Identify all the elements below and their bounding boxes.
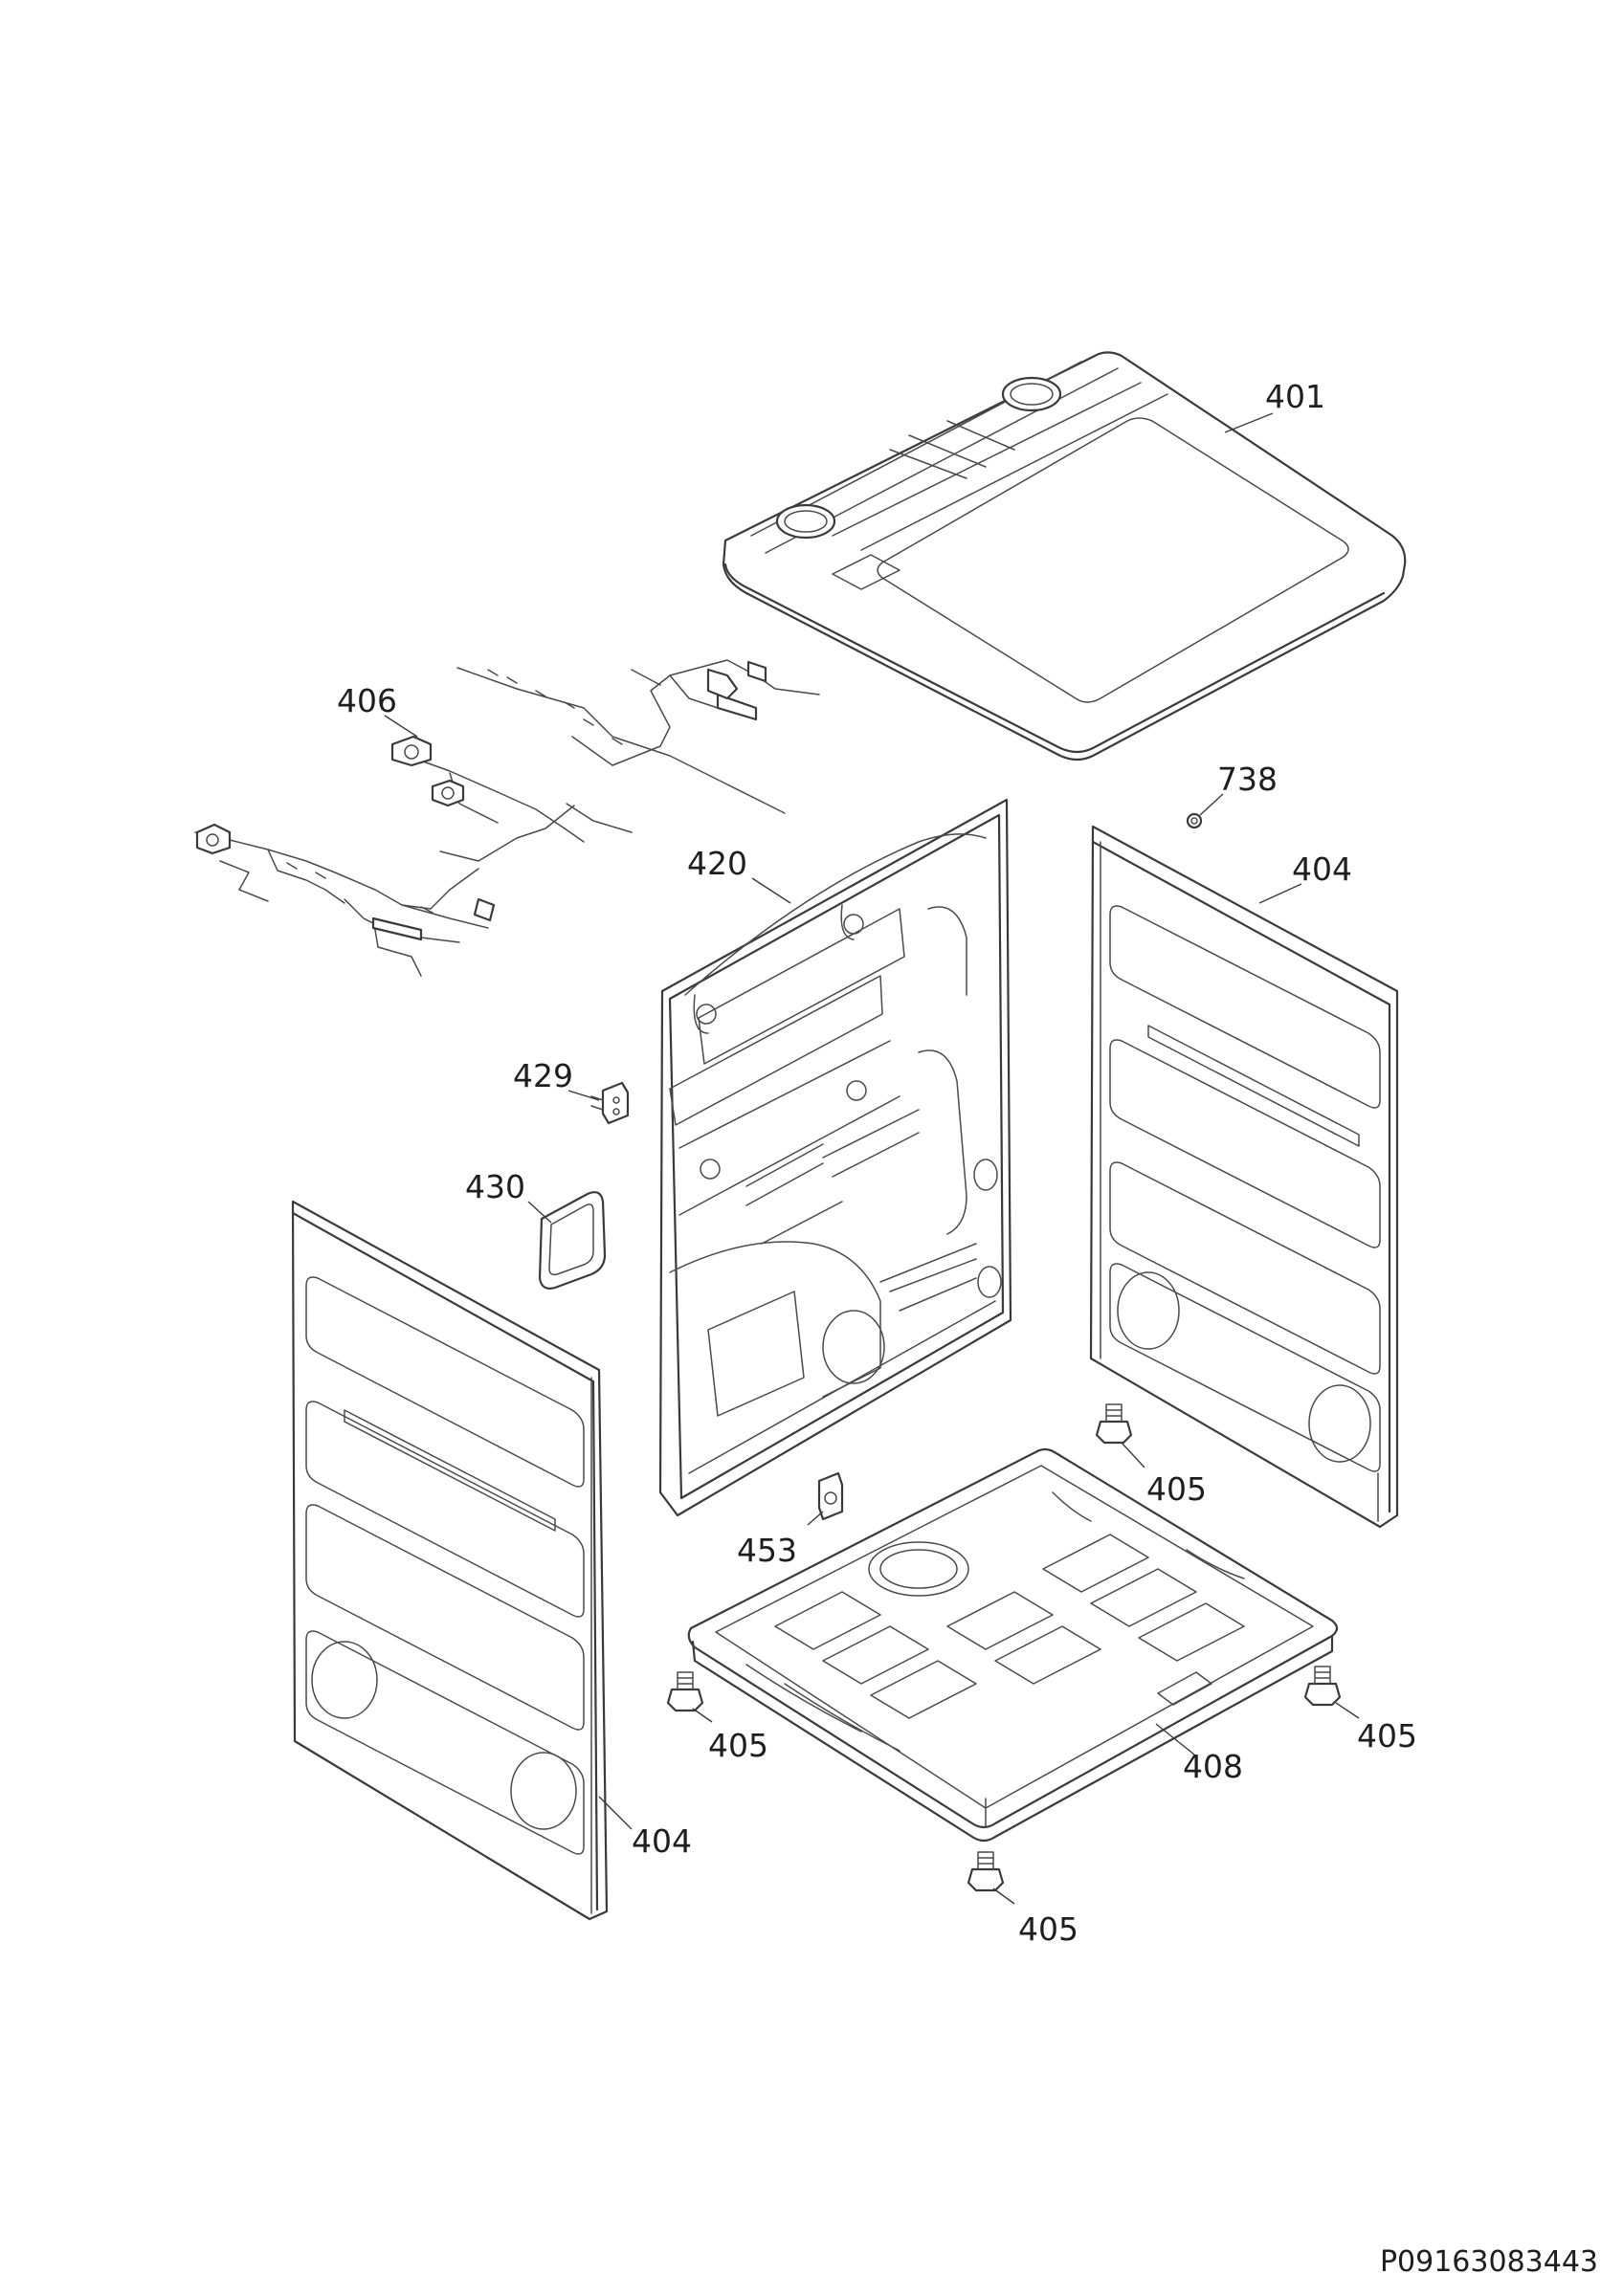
callout-738: 738	[1217, 761, 1278, 798]
part-404-right-side-panel	[1089, 825, 1399, 1529]
callout-401: 401	[1265, 378, 1325, 415]
callout-405-a: 405	[1146, 1470, 1207, 1508]
part-420-rear-panel	[658, 798, 1012, 1517]
part-405-foot-a	[1095, 1403, 1133, 1445]
drawing-code: P09163083443	[1379, 2245, 1598, 2279]
part-430-frame	[538, 1191, 607, 1290]
part-405-foot-d	[967, 1851, 1005, 1892]
callout-405-d: 405	[1018, 1910, 1078, 1948]
callout-429: 429	[513, 1057, 573, 1094]
callout-408: 408	[1183, 1748, 1243, 1785]
callout-406: 406	[337, 682, 397, 719]
callout-404-right: 404	[1292, 850, 1352, 888]
part-738-fastener	[1186, 812, 1203, 829]
callout-430: 430	[465, 1168, 525, 1205]
part-401-top-cover	[722, 351, 1407, 762]
part-453-clip	[817, 1471, 844, 1521]
part-408-base-frame	[687, 1447, 1339, 1843]
part-405-foot-b	[666, 1671, 704, 1712]
callout-453: 453	[737, 1532, 797, 1569]
part-429-bracket	[590, 1081, 630, 1125]
part-406-wiring-harness	[194, 659, 820, 977]
callout-405-c: 405	[1357, 1717, 1417, 1755]
callout-404-left: 404	[632, 1822, 692, 1860]
part-404-left-side-panel	[291, 1200, 609, 1921]
callout-405-b: 405	[708, 1727, 768, 1764]
callout-420: 420	[687, 845, 747, 882]
part-405-foot-c	[1303, 1666, 1342, 1707]
